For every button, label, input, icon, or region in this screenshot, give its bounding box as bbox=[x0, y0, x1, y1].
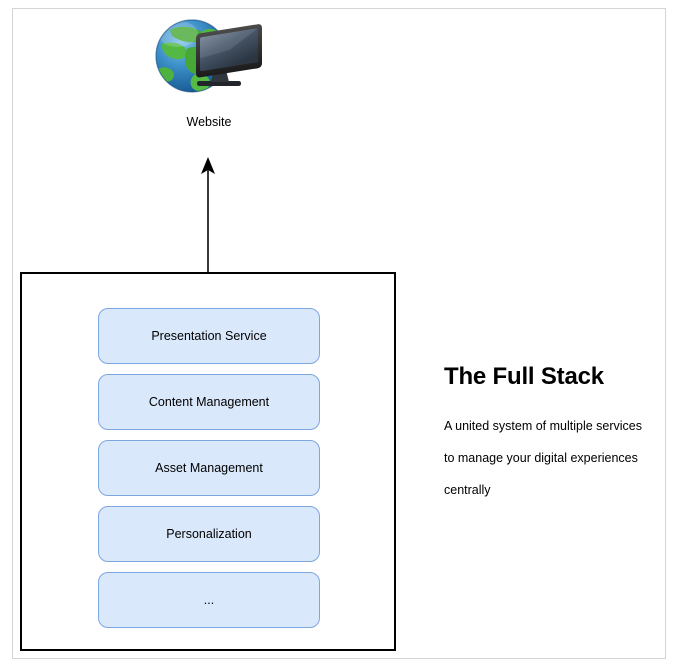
service-box-presentation-service[interactable]: Presentation Service bbox=[98, 308, 320, 364]
panel-heading: The Full Stack bbox=[444, 363, 604, 390]
service-label: Content Management bbox=[148, 395, 270, 409]
panel-body-line: centrally bbox=[444, 483, 491, 497]
service-label: Personalization bbox=[166, 527, 252, 541]
service-label: ... bbox=[203, 593, 215, 607]
website-label: Website bbox=[186, 115, 232, 129]
panel-body-line: to manage your digital experiences bbox=[444, 451, 638, 465]
globe-monitor-icon bbox=[152, 14, 266, 110]
service-label: Asset Management bbox=[155, 461, 263, 475]
website-node[interactable]: Website bbox=[152, 14, 266, 134]
text-panel: The Full Stack A united system of multip… bbox=[444, 362, 659, 506]
panel-body-line: A united system of multiple services bbox=[444, 419, 642, 433]
service-list: Presentation Service Content Management … bbox=[98, 308, 320, 628]
service-box-content-management[interactable]: Content Management bbox=[98, 374, 320, 430]
panel-body: A united system of multiple services to … bbox=[444, 410, 659, 506]
service-box-more[interactable]: ... bbox=[98, 572, 320, 628]
upward-arrow bbox=[192, 155, 224, 280]
service-box-asset-management[interactable]: Asset Management bbox=[98, 440, 320, 496]
stack-container: Presentation Service Content Management … bbox=[20, 272, 396, 651]
service-box-personalization[interactable]: Personalization bbox=[98, 506, 320, 562]
service-label: Presentation Service bbox=[151, 329, 267, 343]
